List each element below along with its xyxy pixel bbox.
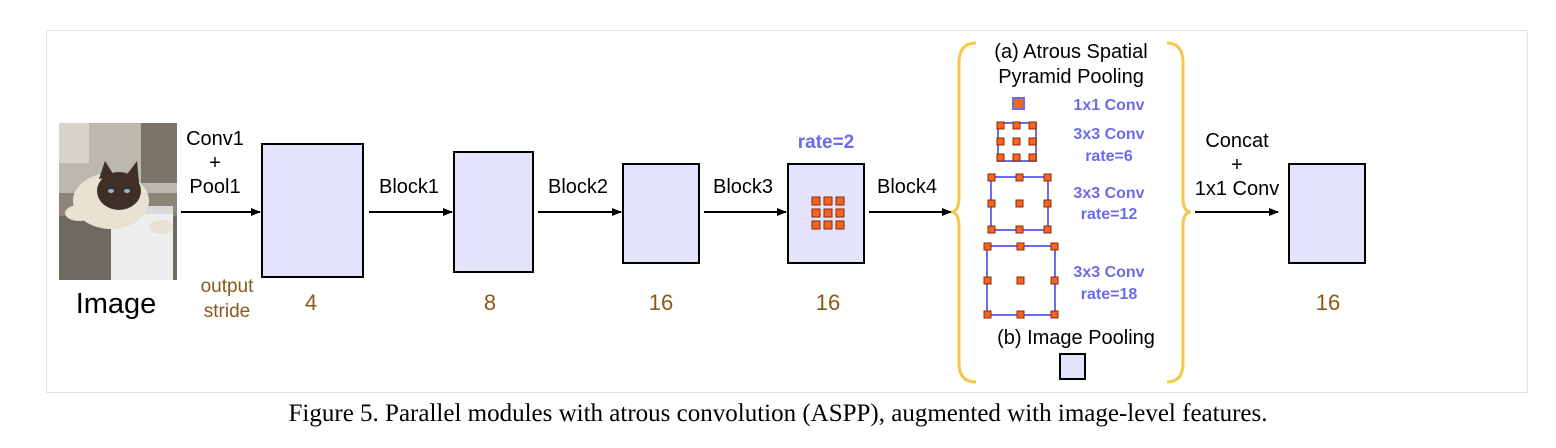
branch-rate18-label: 3x3 Conv [1073, 264, 1144, 281]
kernel-3x3-rate-6 [996, 121, 1037, 162]
branch-rate12-rate: rate=12 [1081, 206, 1138, 223]
diagram-frame: Image Conv1 + Pool1 Block1 Block2 Block3… [46, 30, 1528, 393]
block1-label: Block1 [379, 176, 439, 198]
concat-1x1-conv-label: 1x1 Conv [1195, 178, 1280, 200]
kernel-3x3-rate-12 [987, 173, 1052, 234]
figure-caption: Figure 5. Parallel modules with atrous c… [288, 400, 1268, 427]
stride-value-4: 4 [305, 290, 317, 315]
pool1-label: Pool1 [189, 176, 240, 198]
stride-value-16-b: 16 [816, 290, 840, 315]
aspp-diagram: Image Conv1 + Pool1 Block1 Block2 Block3… [59, 41, 1366, 384]
feature-map-output [1288, 163, 1366, 264]
branch-1x1-label: 1x1 Conv [1073, 97, 1144, 114]
image-pooling-label: (b) Image Pooling [997, 327, 1155, 349]
conv1-plus: + [209, 152, 221, 174]
aspp-title-line2: Pyramid Pooling [998, 66, 1144, 88]
feature-map-stride-4 [261, 143, 364, 278]
aspp-title-line1: (a) Atrous Spatial [994, 41, 1147, 63]
image-label: Image [76, 288, 157, 320]
output-stride-label-line1: output [201, 276, 255, 297]
concat-plus: + [1231, 154, 1243, 176]
branch-rate18-rate: rate=18 [1081, 286, 1138, 303]
rate-2-label: rate=2 [798, 132, 855, 153]
branch-rate12-label: 3x3 Conv [1073, 185, 1144, 202]
block2-label: Block2 [548, 176, 608, 198]
output-stride-label-line2: stride [204, 301, 250, 322]
kernel-1x1 [1012, 97, 1025, 110]
feature-map-stride-16-a [622, 163, 700, 264]
block3-label: Block3 [713, 176, 773, 198]
right-brace [1166, 41, 1192, 384]
atrous-kernel-rate-2 [811, 196, 845, 230]
branch-rate6-rate: rate=6 [1085, 148, 1133, 165]
stride-value-16-a: 16 [649, 290, 673, 315]
kernel-3x3-rate-18 [983, 242, 1059, 319]
branch-rate6-label: 3x3 Conv [1073, 126, 1144, 143]
stride-value-8: 8 [484, 290, 496, 315]
block4-label: Block4 [877, 176, 937, 198]
cat-image [59, 123, 177, 280]
stride-value-16-c: 16 [1316, 290, 1340, 315]
image-pooling-box [1059, 353, 1086, 380]
concat-label: Concat [1205, 130, 1269, 152]
feature-map-stride-8 [453, 151, 534, 273]
left-brace [950, 41, 977, 384]
conv1-label: Conv1 [186, 128, 244, 150]
